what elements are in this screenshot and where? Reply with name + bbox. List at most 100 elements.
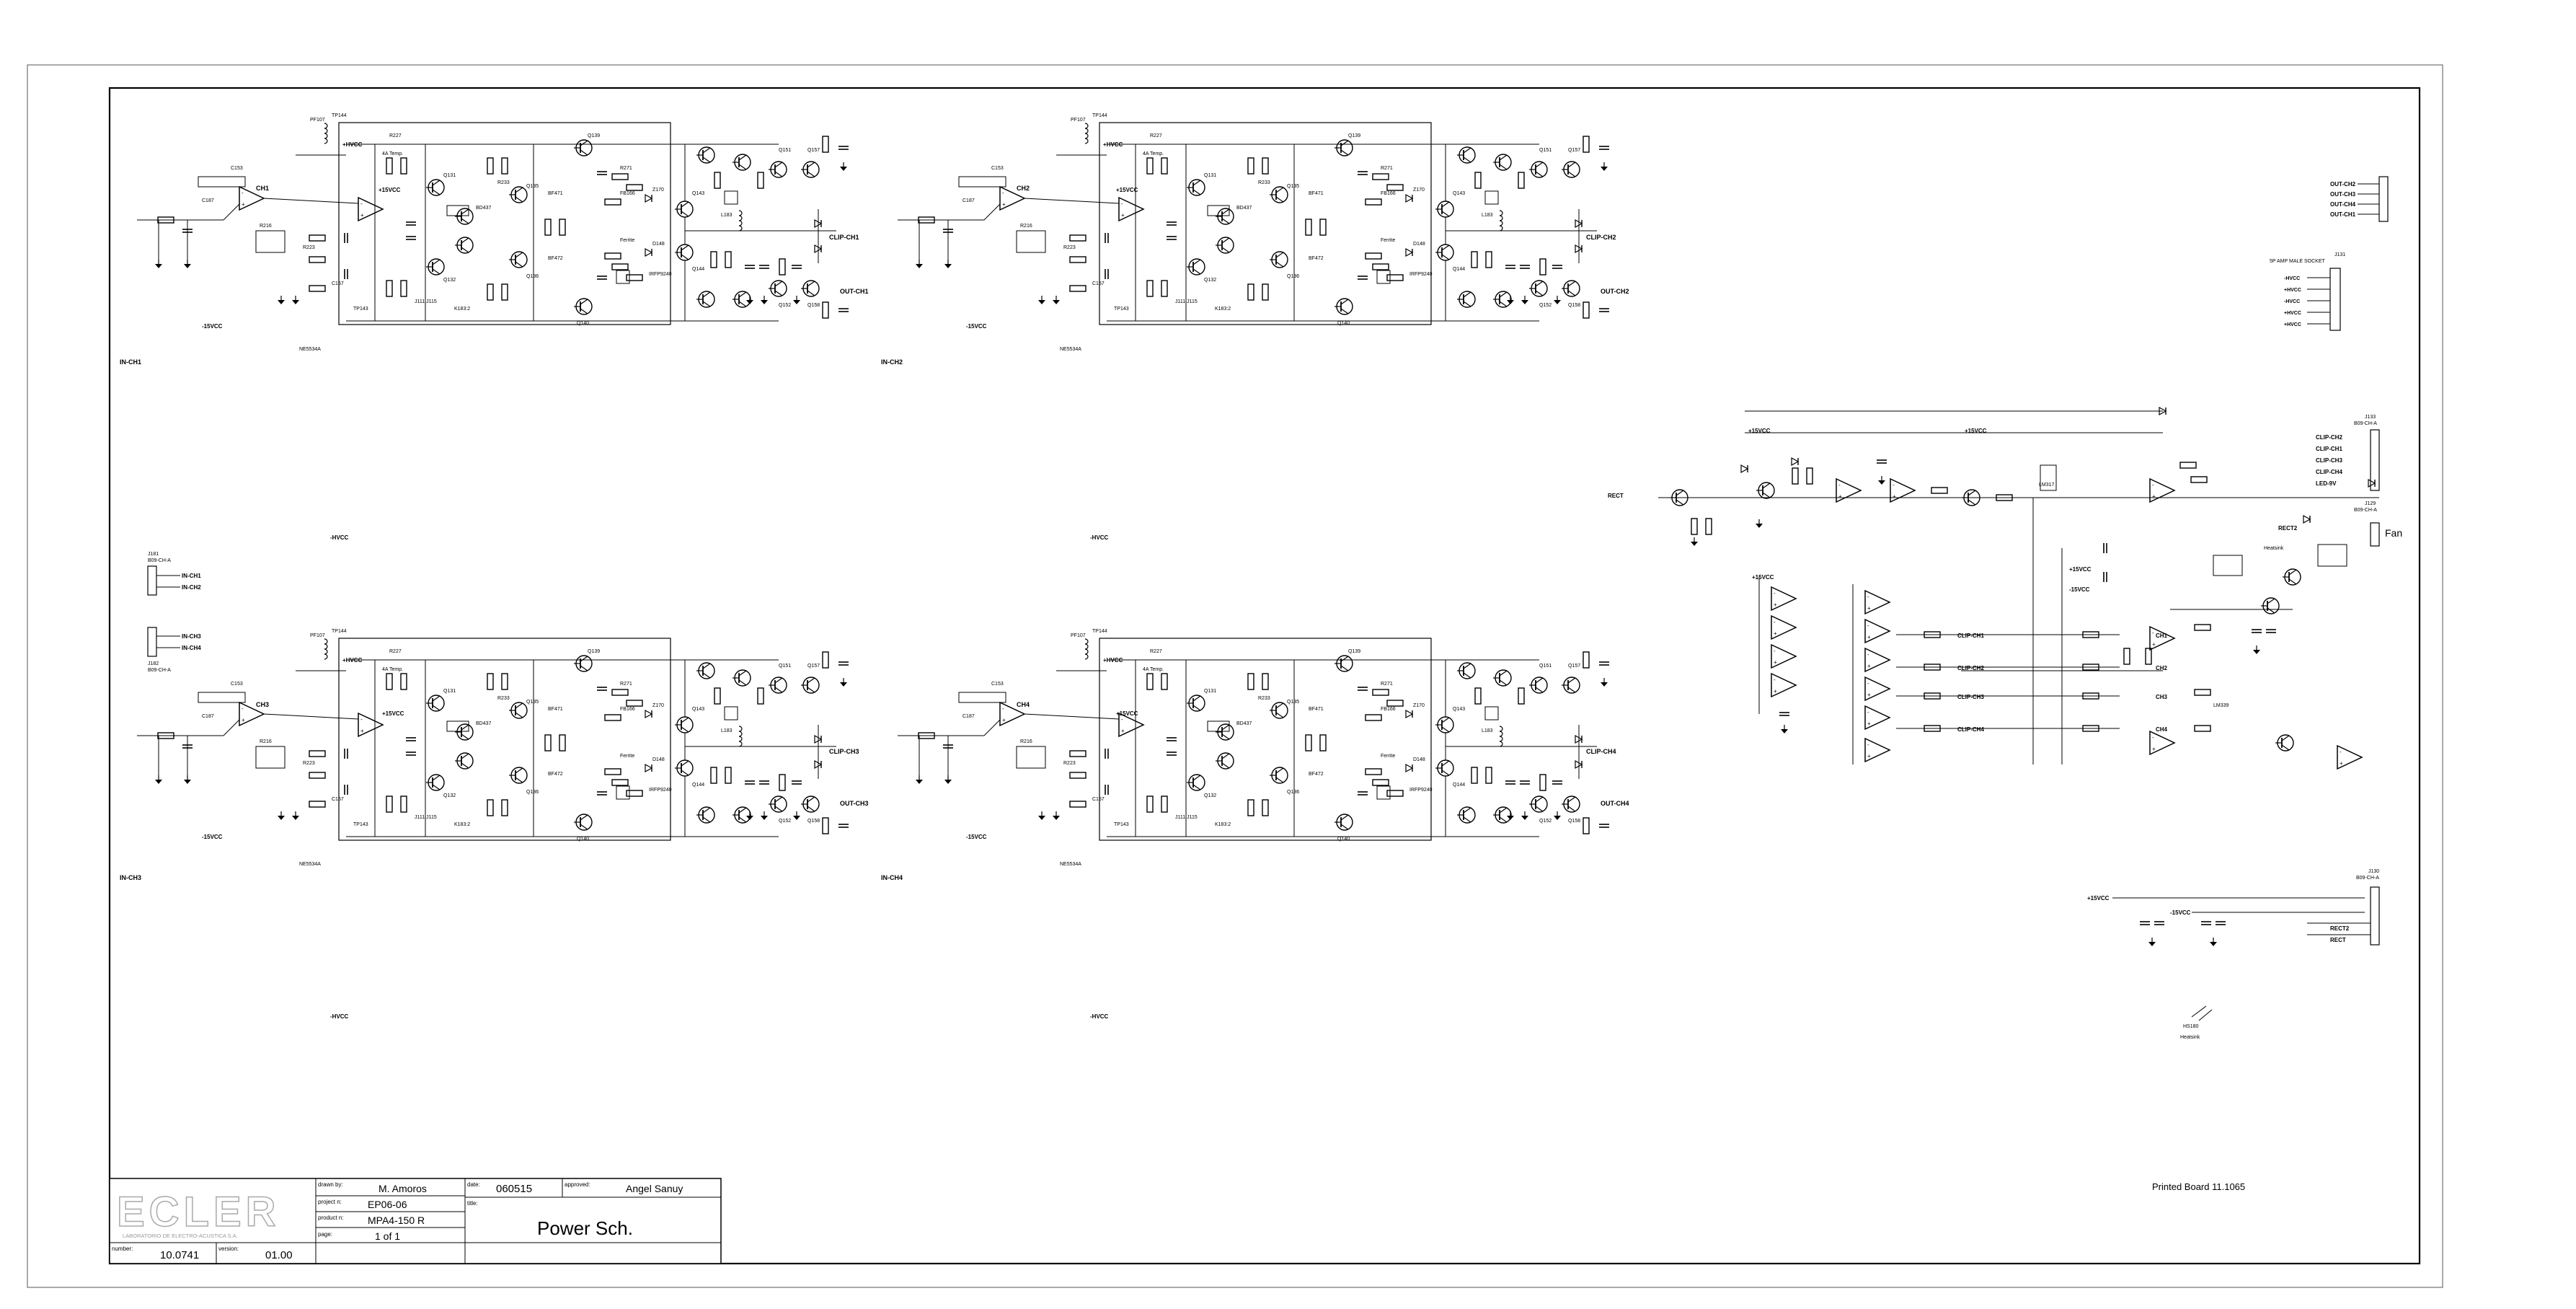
- ch2-output-label: OUT-CH2: [1601, 288, 1629, 295]
- ch2-temp-fuse-label: 4A Temp.: [1143, 151, 1164, 157]
- svg-text:J129: J129: [2365, 501, 2376, 506]
- ch2-mosfet-label: IRFP9240: [1409, 272, 1433, 277]
- svg-text:page:: page:: [318, 1231, 332, 1238]
- comparator-label: LM339: [2213, 703, 2229, 708]
- svg-text:project n:: project n:: [318, 1199, 342, 1205]
- ch4-vcc-pos: +15VCC: [1116, 710, 1138, 717]
- svg-text:J131: J131: [2334, 252, 2345, 257]
- svg-text:OUT-CH1: OUT-CH1: [2330, 211, 2356, 218]
- ch3-clip-label: CLIP-CH3: [829, 748, 859, 755]
- svg-text:J181: J181: [148, 552, 159, 557]
- channel-3-block: [137, 629, 849, 842]
- svg-text:RECT2: RECT2: [2330, 925, 2350, 932]
- svg-text:CLIP-CH3: CLIP-CH3: [2316, 457, 2342, 464]
- svg-text:IN-CH4: IN-CH4: [182, 645, 201, 651]
- svg-text:RECT: RECT: [2330, 937, 2346, 943]
- ch3-mosfet-label: IRFP9240: [649, 788, 672, 793]
- svg-text:IN-CH1: IN-CH1: [182, 573, 201, 579]
- ch4-clip-label: CLIP-CH4: [1586, 748, 1616, 755]
- ch2-pos-rail: +HVCC: [1103, 141, 1123, 148]
- svg-text:J182: J182: [148, 661, 159, 666]
- out-connector: OUT-CH2 OUT-CH3 OUT-CH4 OUT-CH1: [2330, 176, 2389, 222]
- connector-j130: J130 B09-CH-A +15VCC -15VCC RECT2 RECT: [2087, 869, 2380, 947]
- version-value: 01.00: [265, 1249, 293, 1261]
- comparator-ch2: CH2: [2156, 665, 2168, 671]
- svg-text:Heatsink: Heatsink: [2180, 1035, 2200, 1040]
- channel-2-block: [898, 113, 1609, 326]
- svg-text:version:: version:: [218, 1246, 239, 1252]
- drawn-by-value: M. Amoros: [379, 1183, 427, 1194]
- printed-board-label: Printed Board 11.1065: [2152, 1181, 2245, 1192]
- svg-text:CLIP-CH2: CLIP-CH2: [2316, 434, 2342, 441]
- ch2-input-label: IN-CH2: [881, 358, 903, 366]
- ch4-temp-fuse-label: 4A Temp.: [1143, 667, 1164, 672]
- sheet-inner-frame: [108, 87, 2421, 1265]
- ch2-vcc-pos: +15VCC: [1116, 187, 1138, 193]
- ch1-vcc-pos: +15VCC: [379, 187, 401, 193]
- ch1-label: CH1: [256, 185, 269, 192]
- comparator-ch3: CH3: [2156, 694, 2168, 700]
- svg-text:-HVCC: -HVCC: [2284, 276, 2300, 281]
- ch4-input-label: IN-CH4: [881, 874, 903, 881]
- date-value: 060515: [496, 1183, 532, 1195]
- ch4-label: CH4: [1017, 701, 1030, 708]
- protection-vcc-pos-2: +15VCC: [1965, 428, 1987, 434]
- svg-text:B09-CH-A: B09-CH-A: [2356, 876, 2379, 881]
- channel-1-block: [137, 113, 849, 326]
- ch1-temp-fuse-label: 4A Temp.: [382, 151, 403, 157]
- protection-rect: RECT: [1608, 493, 1624, 499]
- comparator-ch1: CH1: [2156, 633, 2168, 639]
- project-value: EP06-06: [368, 1199, 407, 1210]
- svg-text:B09-CH-A: B09-CH-A: [2354, 508, 2377, 513]
- svg-text:product n:: product n:: [318, 1215, 344, 1221]
- ch3-vcc-neg: -15VCC: [202, 834, 223, 840]
- svg-text:OUT-CH4: OUT-CH4: [2330, 201, 2356, 208]
- ch3-temp-fuse-label: 4A Temp.: [382, 667, 403, 672]
- ch4-neg-rail: -HVCC: [1090, 1013, 1109, 1020]
- svg-text:drawn by:: drawn by:: [318, 1181, 343, 1188]
- protection-vcc-pos: +15VCC: [1748, 428, 1771, 434]
- svg-text:date:: date:: [467, 1181, 480, 1188]
- connector-j133: J133 B09-CH-A CLIP-CH2 CLIP-CH1 CLIP-CH3…: [2316, 415, 2380, 491]
- clip-comparator-bank: CLIP-CH1 CLIP-CH2 CLIP-CH3 CLIP-CH4 CH1 …: [1758, 577, 2168, 764]
- svg-text:LABORATORIO DE ELECTRO-ACUSTIC: LABORATORIO DE ELECTRO-ACUSTICA S.A.: [123, 1233, 238, 1239]
- svg-text:+HVCC: +HVCC: [2284, 288, 2301, 293]
- comparator-clip-ch4: CLIP-CH4: [1957, 726, 1984, 733]
- protection-vcc-neg: -15VCC: [2069, 586, 2090, 593]
- ch3-output-label: OUT-CH3: [840, 800, 869, 807]
- protection-vcc-pos-3: +15VCC: [1752, 574, 1774, 581]
- comparator-clip-ch2: CLIP-CH2: [1957, 665, 1984, 671]
- approved-value: Angel Sanuy: [626, 1183, 683, 1194]
- connector-j129-fan: J129 B09-CH-A Fan Heatsink: [2264, 501, 2402, 551]
- ch4-mosfet-label: IRFP9240: [1409, 788, 1433, 793]
- ch1-pos-rail: +HVCC: [342, 141, 363, 148]
- svg-text:number:: number:: [112, 1246, 133, 1252]
- svg-text:CLIP-CH1: CLIP-CH1: [2316, 446, 2342, 452]
- svg-text:OUT-CH2: OUT-CH2: [2330, 181, 2356, 188]
- ch3-label: CH3: [256, 701, 269, 708]
- ch1-ferrite-label: Ferrite: [620, 238, 634, 243]
- ch3-vcc-pos: +15VCC: [382, 710, 404, 717]
- ch3-opamp-label: NE5534A: [299, 862, 321, 867]
- svg-text:+HVCC: +HVCC: [2284, 322, 2301, 327]
- ch3-pos-rail: +HVCC: [342, 657, 363, 664]
- ch2-neg-rail: -HVCC: [1090, 534, 1109, 541]
- connector-j181: J181 B09-CH-A IN-CH1 IN-CH2: [147, 552, 201, 596]
- svg-text:+HVCC: +HVCC: [2284, 311, 2301, 316]
- ch1-mosfet-label: IRFP9240: [649, 272, 672, 277]
- heatsink-symbol: HS180 Heatsink: [2180, 1005, 2213, 1040]
- fan-label: Fan: [2385, 527, 2402, 539]
- title-block: ECLER LABORATORIO DE ELECTRO-ACUSTICA S.…: [109, 1178, 722, 1264]
- ch4-opamp-label: NE5534A: [1060, 862, 1081, 867]
- svg-text:approved:: approved:: [565, 1181, 590, 1188]
- sheet-title: Power Sch.: [537, 1217, 633, 1239]
- connector-j182: J182 B09-CH-A IN-CH3 IN-CH4: [147, 627, 201, 673]
- svg-text:IN-CH3: IN-CH3: [182, 633, 201, 640]
- svg-text:B09-CH-A: B09-CH-A: [148, 668, 171, 673]
- svg-text:B09-CH-A: B09-CH-A: [148, 558, 171, 563]
- svg-text:HS180: HS180: [2183, 1024, 2199, 1029]
- svg-text:-HVCC: -HVCC: [2284, 299, 2300, 304]
- svg-text:-15VCC: -15VCC: [2170, 909, 2191, 916]
- product-value: MPA4-150 R: [368, 1215, 425, 1226]
- connector-j131: J131 5P AMP MALE SOCKET -HVCC +HVCC -HVC…: [2270, 252, 2345, 331]
